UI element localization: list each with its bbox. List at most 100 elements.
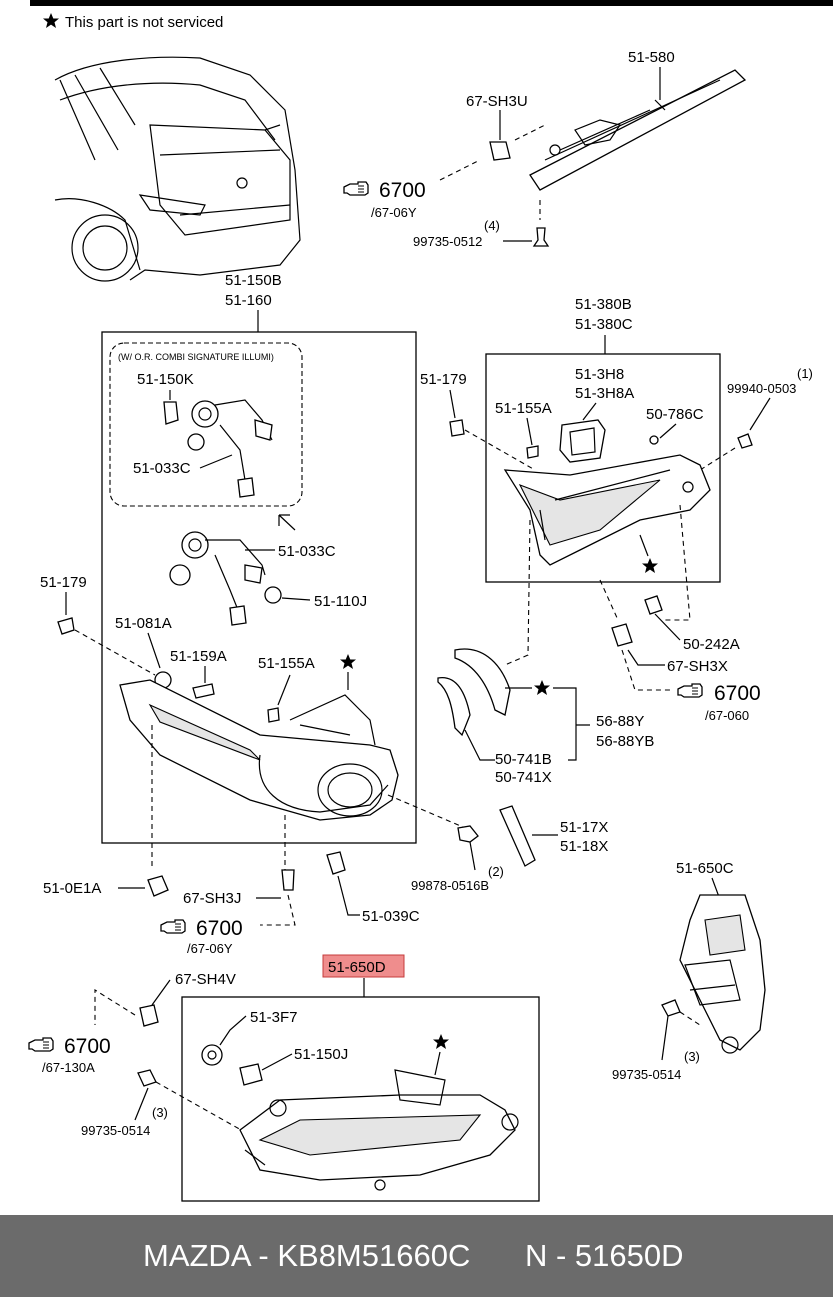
rear-combination-lamp (119, 679, 399, 821)
label-51-081a: 51-081A (115, 615, 172, 632)
screw-99735-0514-b (137, 1069, 157, 1087)
ref-67-130a: /67-130A (42, 1060, 95, 1075)
label-50-741b: 50-741B (495, 751, 552, 768)
highlight-box (322, 954, 405, 978)
ref-67-06y-b: /67-06Y (187, 941, 233, 956)
rear-fog-lamp-51-650d (239, 1069, 519, 1191)
label-56-88yb: 56-88YB (596, 733, 654, 750)
label-51-110j: 51-110J (314, 593, 367, 610)
qty-1: (1) (797, 366, 813, 381)
qty-3-a: (3) (684, 1049, 700, 1064)
high-mount-stop-lamp (529, 69, 747, 191)
socket-67-sh3x (611, 623, 633, 647)
inset-title: (W/ O.R. COMBI SIGNATURE ILLUMI) (118, 352, 274, 362)
ref-67-060: /67-060 (705, 708, 749, 723)
clip-50-786c (649, 435, 659, 445)
signature-illumination-inset (109, 342, 303, 507)
clip-50-242a (644, 595, 663, 615)
label-51-650c: 51-650C (676, 860, 734, 877)
label-51-159a: 51-159A (170, 648, 227, 665)
qty-3-b: (3) (152, 1105, 168, 1120)
ref-6700-d: 6700 (64, 1035, 111, 1058)
pointing-hand-icon (28, 1037, 54, 1052)
label-99735-0512: 99735-0512 (413, 234, 482, 249)
label-51-380c: 51-380C (575, 316, 633, 333)
star-icon (433, 1034, 449, 1049)
vehicle-rear-illustration (54, 56, 301, 282)
socket-67-sh3j (281, 869, 295, 891)
label-51-17x: 51-17X (560, 819, 608, 836)
screw-99878-0516b (457, 825, 479, 843)
label-51-18x: 51-18X (560, 838, 608, 855)
label-99940-0503: 99940-0503 (727, 381, 796, 396)
clip-51-039c (326, 851, 346, 875)
label-51-160: 51-160 (225, 292, 272, 309)
label-51-033c-b: 51-033C (278, 543, 336, 560)
label-51-650d[interactable]: 51-650D (328, 959, 386, 976)
label-51-3h8a: 51-3H8A (575, 385, 634, 402)
bezel-51-3h8 (559, 419, 606, 463)
not-serviced-note: This part is not serviced (43, 13, 223, 31)
star-icon (642, 558, 658, 573)
screw-99735-0512 (532, 227, 550, 247)
parts-diagram: This part is not serviced 51-580 67-SH3U… (28, 13, 813, 1202)
label-51-3f7: 51-3F7 (250, 1009, 298, 1026)
clip-51-179-a (57, 617, 75, 635)
nut-51-0e1a (147, 875, 169, 897)
pad-51-159a (192, 683, 215, 699)
top-border (30, 0, 833, 6)
label-51-150k: 51-150K (137, 371, 194, 388)
label-99735-0514-b: 99735-0514 (81, 1123, 150, 1138)
label-50-741x: 50-741X (495, 769, 552, 786)
garnish-lamp-box (485, 353, 721, 583)
reflector-50-741b (437, 677, 471, 737)
pointing-hand-icon (343, 181, 369, 196)
bulb-51-110j (264, 586, 282, 604)
label-51-155a-b: 51-155A (495, 400, 552, 417)
star-icon (340, 654, 356, 669)
socket-51-033c-inset (191, 400, 219, 428)
pointing-hand-icon (160, 919, 186, 934)
label-51-033c-a: 51-033C (133, 460, 191, 477)
ref-6700-a: 6700 (379, 179, 426, 202)
label-51-150b: 51-150B (225, 272, 282, 289)
socket-51-033c (181, 531, 209, 559)
socket-51-3f7 (201, 1044, 223, 1066)
label-67-sh3u: 67-SH3U (466, 93, 528, 110)
star-icon (534, 680, 550, 695)
reflector-56-88y (454, 648, 511, 716)
rear-combination-lamp-box (101, 331, 417, 844)
label-99878-0516b: 99878-0516B (411, 878, 489, 893)
qty-4: (4) (484, 218, 500, 233)
reflex-reflector-51-17x (499, 805, 536, 867)
bulb-51-150j (239, 1063, 263, 1086)
label-50-242a: 50-242A (683, 636, 740, 653)
label-56-88y: 56-88Y (596, 713, 644, 730)
label-51-179-b: 51-179 (420, 371, 467, 388)
pointing-hand-icon (677, 683, 703, 698)
bulb-51-150k (163, 401, 179, 425)
bulb-socket-67-sh3u (489, 141, 511, 161)
footer-bar: MAZDA - KB8M51660C N - 51650D (0, 1215, 833, 1297)
label-51-039c: 51-039C (362, 908, 420, 925)
footer-reference-number: N - 51650D (525, 1238, 684, 1273)
ref-6700-c: 6700 (714, 682, 761, 705)
rear-garnish-lamp (503, 454, 711, 566)
star-icon (43, 13, 59, 28)
label-67-sh4v: 67-SH4V (175, 971, 236, 988)
nut-99940-0503 (737, 433, 753, 449)
label-51-580: 51-580 (628, 49, 675, 66)
clip-51-179-b (449, 419, 465, 437)
rear-fog-lamp-box (181, 996, 540, 1202)
label-51-179-a: 51-179 (40, 574, 87, 591)
pad-51-155a-b (526, 445, 539, 459)
label-67-sh3x: 67-SH3X (667, 658, 728, 675)
label-51-155a-a: 51-155A (258, 655, 315, 672)
label-51-0e1a: 51-0E1A (43, 880, 101, 897)
ref-6700-b: 6700 (196, 917, 243, 940)
label-67-sh3j: 67-SH3J (183, 890, 241, 907)
label-99735-0514-a: 99735-0514 (612, 1067, 681, 1082)
fog-lamp-bracket-51-650c (679, 894, 766, 1054)
ref-67-06y-a: /67-06Y (371, 205, 417, 220)
qty-2: (2) (488, 864, 504, 879)
